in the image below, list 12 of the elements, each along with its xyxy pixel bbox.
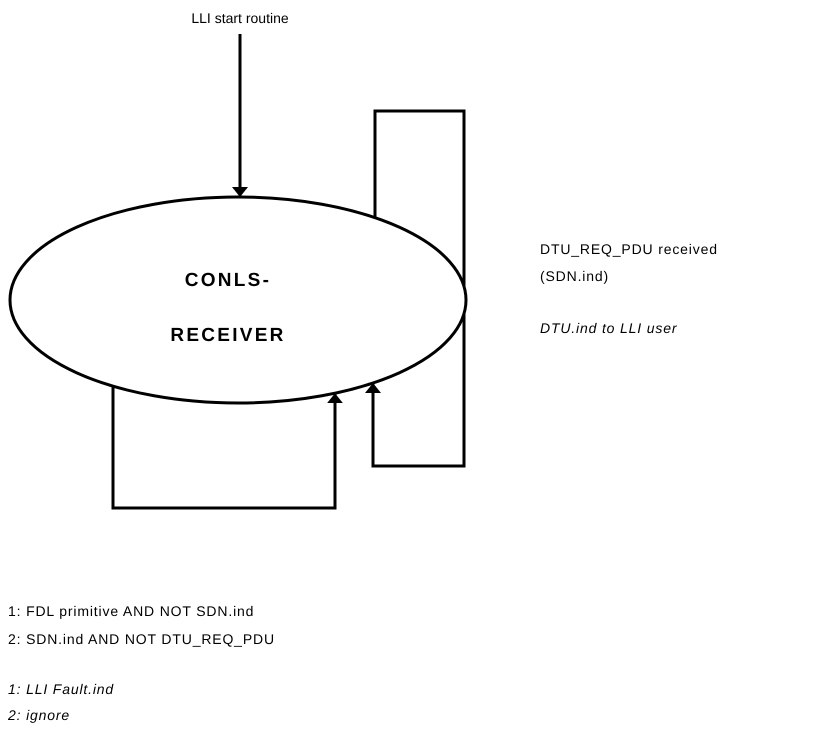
condition-note: 2: SDN.ind AND NOT DTU_REQ_PDU bbox=[8, 630, 275, 649]
action-note: DTU.ind to LLI user bbox=[540, 319, 678, 338]
arrow bbox=[112, 386, 343, 510]
action-note: 1: LLI Fault.ind bbox=[8, 680, 114, 699]
arrow bbox=[232, 34, 248, 197]
action-note: 2: ignore bbox=[8, 706, 70, 725]
arrow bbox=[365, 110, 466, 468]
state-name: CONLS- RECEIVER bbox=[169, 269, 287, 348]
start-label: LLI start routine bbox=[160, 8, 320, 29]
condition-note: DTU_REQ_PDU received (SDN.ind) bbox=[540, 240, 719, 286]
condition-note: 1: FDL primitive AND NOT SDN.ind bbox=[8, 602, 254, 621]
state-ellipse bbox=[8, 195, 468, 405]
